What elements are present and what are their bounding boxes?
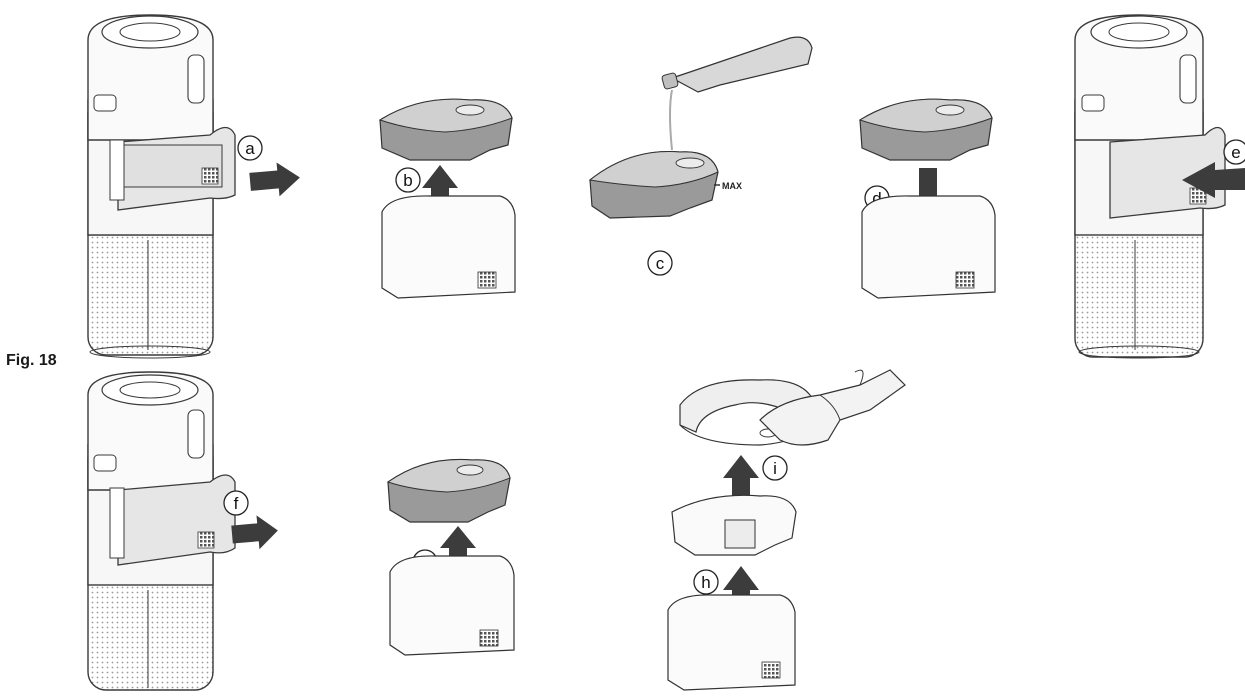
water-tray-c <box>590 152 718 218</box>
step-label-b: b <box>403 171 412 190</box>
step-label-f: f <box>234 494 239 513</box>
step-label-h: h <box>701 573 710 592</box>
arrow-pull-out-f <box>231 514 280 552</box>
max-mark: MAX <box>714 181 742 191</box>
step-marker-e: e <box>1224 140 1245 164</box>
max-label: MAX <box>722 181 742 191</box>
step-label-i: i <box>773 459 777 478</box>
purifier-unit-a <box>88 15 235 358</box>
step-label-a: a <box>245 139 255 158</box>
step-marker-h: h <box>694 570 718 594</box>
figure-label: Fig. 18 <box>6 352 57 370</box>
water-bottle <box>661 37 812 150</box>
step-marker-c: c <box>648 251 672 275</box>
water-tray-d <box>860 99 992 160</box>
water-tray-g <box>388 459 510 522</box>
base-unit-h <box>668 595 795 690</box>
purifier-unit-f <box>88 372 235 690</box>
base-unit-d <box>862 196 995 298</box>
step-marker-f: f <box>224 491 248 515</box>
base-unit-g <box>390 556 514 655</box>
step-label-e: e <box>1231 143 1240 162</box>
base-unit-b <box>382 196 515 298</box>
step-marker-i: i <box>763 456 787 480</box>
step-marker-b: b <box>396 168 420 192</box>
arrow-pull-out-a <box>249 161 302 199</box>
water-tray-b <box>380 99 512 160</box>
step-marker-a: a <box>238 136 262 160</box>
step-label-c: c <box>656 254 665 273</box>
water-tray-h <box>672 495 796 555</box>
